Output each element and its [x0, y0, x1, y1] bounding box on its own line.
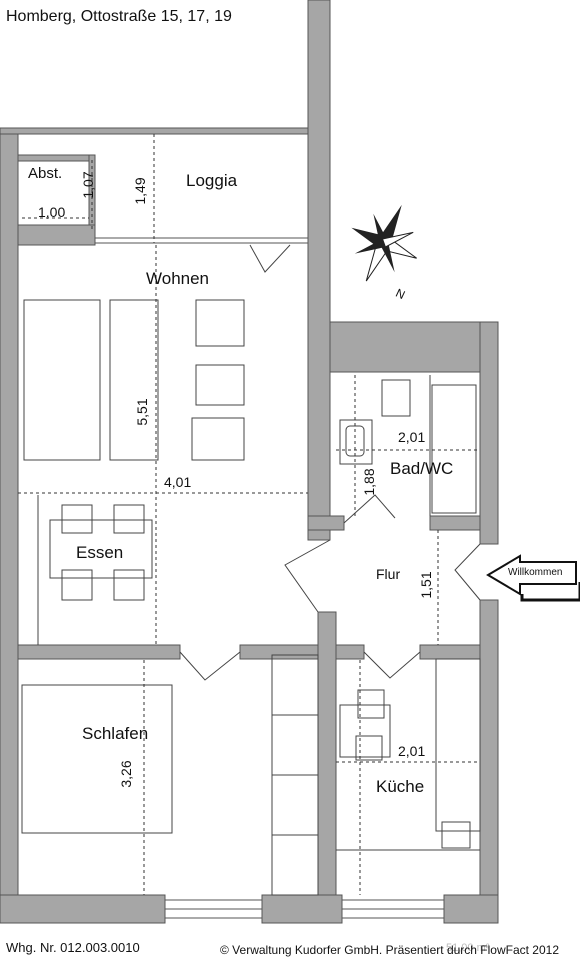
kitchen-chair-1 [357, 689, 385, 719]
wall-east-lower [479, 599, 499, 924]
door-bedroom [179, 651, 241, 681]
bathtub [431, 384, 477, 514]
cabinet-3 [191, 417, 245, 461]
wall-kitchen-top-left [335, 644, 365, 660]
unit-number: Whg. Nr. 012.003.0010 [6, 940, 140, 955]
room-label-abst: Abst. [28, 165, 63, 182]
wall-central-lower [317, 611, 337, 924]
wall-south-3 [443, 894, 499, 924]
bed [21, 684, 173, 834]
kitchen-chair-2 [355, 735, 383, 761]
sofa-large [23, 299, 101, 461]
dim-bad-depth: 1,88 [361, 468, 377, 496]
door-kitchen [363, 651, 421, 679]
chair-2 [113, 504, 145, 534]
compass-rose [351, 204, 417, 282]
door-living [284, 539, 331, 613]
walls [0, 0, 499, 924]
entrance-label: Willkommen [508, 567, 563, 578]
windows [95, 237, 445, 919]
wall-divider-left [17, 644, 181, 660]
dim-abst-width: 1,00 [38, 204, 66, 220]
door-bath [343, 494, 396, 524]
wall-east-upper [479, 321, 499, 545]
toilet [381, 379, 411, 417]
kitchen-counter [435, 658, 481, 832]
chair-1 [61, 504, 93, 534]
wall-west [0, 127, 19, 924]
doors [179, 244, 481, 681]
wall-south-1 [0, 894, 166, 924]
wall-central [307, 0, 331, 541]
sink [339, 419, 373, 465]
room-label-essen: Essen [76, 543, 124, 562]
copyright: © Verwaltung Kudorfer GmbH. Präsentiert … [220, 943, 559, 957]
cabinet-1 [195, 299, 245, 347]
dim-wohnen-width: 4,01 [164, 474, 192, 490]
furniture [21, 299, 481, 896]
dim-wohnen-length: 5,51 [134, 398, 150, 426]
wall-divider-mid [239, 644, 331, 660]
sofa-small [109, 299, 159, 461]
door-loggia [249, 244, 291, 273]
dining-table [49, 519, 153, 579]
chair-3 [61, 569, 93, 601]
dim-kueche-width: 2,01 [398, 743, 426, 759]
entrance-arrow-icon [486, 554, 577, 596]
room-label-flur: Flur [376, 566, 401, 582]
dim-schlafen-depth: 3,26 [118, 760, 134, 788]
dim-flur-depth: 1,51 [418, 571, 434, 599]
wall-bath-top [329, 321, 499, 373]
room-label-schlafen: Schlafen [82, 724, 149, 743]
dim-bad-width: 2,01 [398, 429, 426, 445]
room-label-loggia: Loggia [186, 171, 238, 190]
room-label-kueche: Küche [376, 777, 425, 796]
room-label-bad: Bad/WC [390, 459, 454, 478]
dim-loggia-depth: 1,49 [132, 177, 148, 205]
wall-bath-bottom-right [429, 515, 481, 531]
dim-abst-depth: 1,07 [80, 171, 96, 199]
address-title: Homberg, Ottostraße 15, 17, 19 [6, 8, 232, 25]
area-fragment: 51,00 m² [446, 942, 490, 954]
wall-south-2 [261, 894, 343, 924]
wall-bath-bottom-left [307, 515, 345, 531]
cabinet-2 [195, 364, 245, 406]
kitchen-sink [441, 821, 471, 849]
abst-wall-bottom [17, 224, 96, 246]
room-label-wohnen: Wohnen [146, 269, 210, 288]
loggia-parapet [0, 127, 309, 135]
dimension-lines [18, 134, 480, 895]
kitchen-table [339, 704, 391, 758]
wall-kitchen-top-right [419, 644, 481, 660]
chair-4 [113, 569, 145, 601]
door-entrance [454, 543, 481, 601]
